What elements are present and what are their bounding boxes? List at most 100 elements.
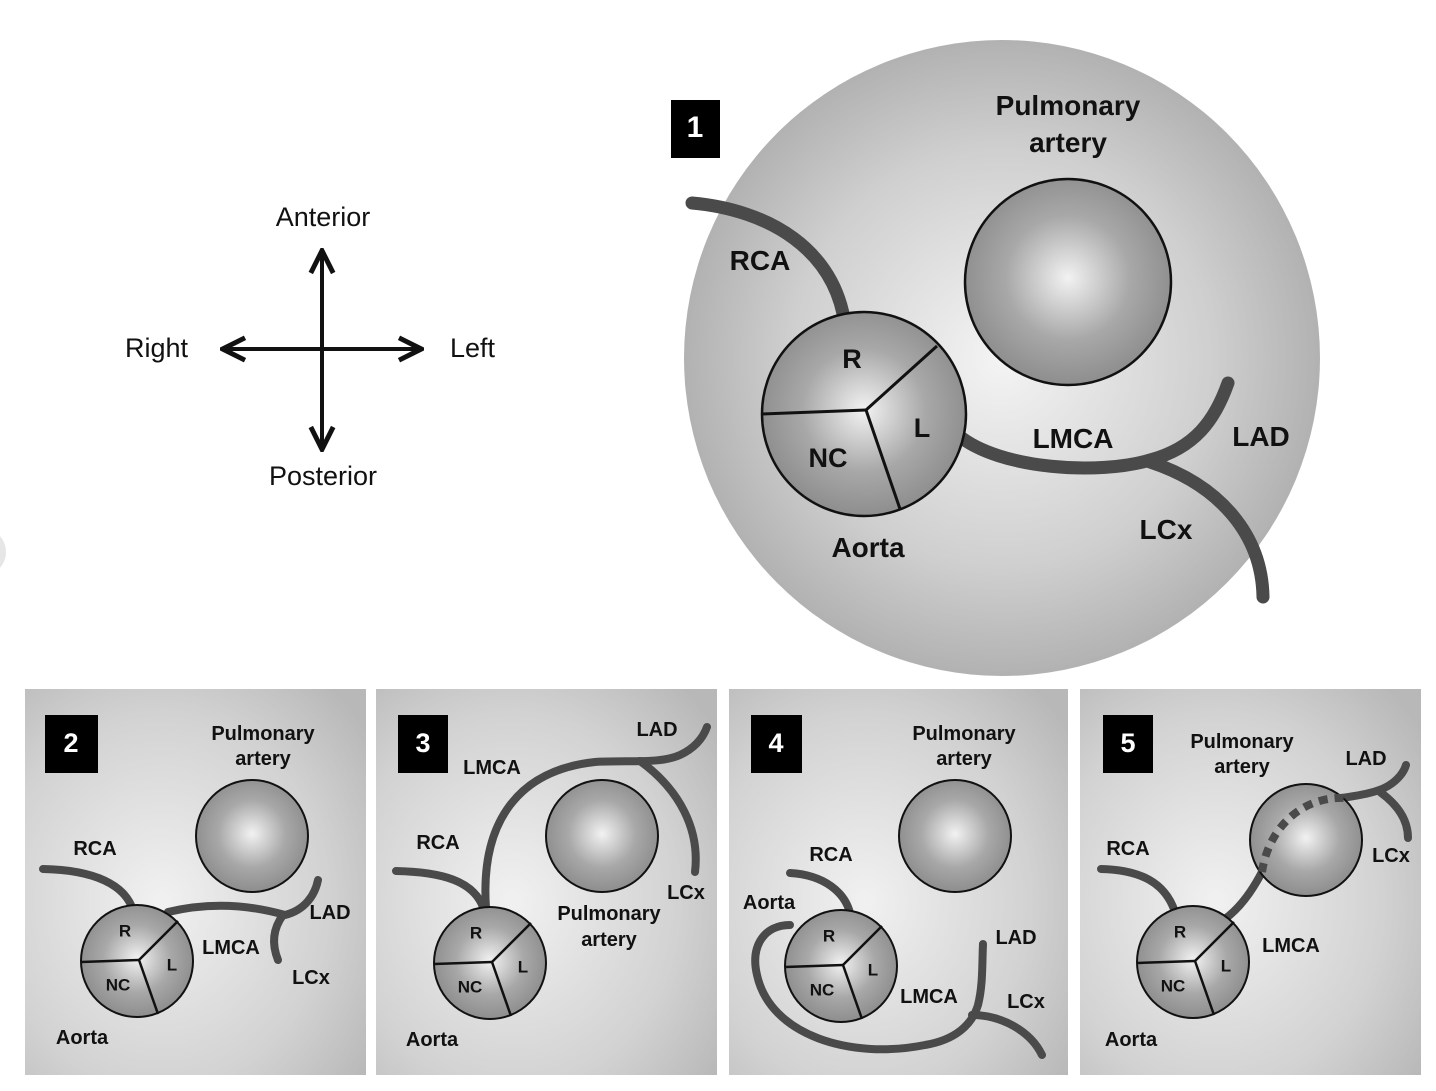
panel-3-lcx-vessel (636, 757, 700, 876)
panel-5-lcx-label: LCx (1372, 845, 1410, 867)
compass-right: Right (125, 333, 189, 363)
panel-4-leaflet-l: L (868, 960, 878, 979)
panel-2-commissure-b (138, 920, 179, 961)
panel-1-pulmonary-label-1: Pulmonary (996, 90, 1141, 121)
panel-5-pulmonary-label-1: Pulmonary (1190, 731, 1294, 753)
panel-3-leaflet-l: L (518, 957, 528, 976)
panel-5-lcx-vessel (1376, 788, 1412, 842)
panel-1-pulmonary-artery (963, 177, 1173, 387)
panel-1-lcx-vessel (1143, 455, 1270, 604)
panel-3-number: 3 (415, 728, 430, 758)
panel-3-rca-vessel (392, 867, 488, 914)
panel-5-commissure-c (1193, 960, 1216, 1016)
panel-2-pulmonary-label-1: Pulmonary (211, 723, 315, 745)
panel-1-leaflet-nc: NC (809, 443, 848, 473)
panel-4-lcx-vessel (968, 1011, 1046, 1059)
panel-1-leaflet-l: L (914, 413, 931, 443)
panel-5-commissure-b (1194, 921, 1235, 962)
panel-5-number: 5 (1120, 728, 1135, 758)
panel-5-lad-label: LAD (1345, 748, 1386, 770)
panel-3-lad-label: LAD (636, 719, 677, 741)
panel-4-pulmonary-label-1: Pulmonary (912, 723, 1016, 745)
panel-3: 3 R L NC Pulmonary artery RCA LMCA LAD L… (376, 689, 717, 1075)
panel-2-lcx-label: LCx (292, 967, 330, 989)
panel-1-aorta-label: Aorta (831, 532, 905, 563)
panel-4-number: 4 (768, 728, 783, 758)
panel-2-lcx-vessel (270, 911, 287, 964)
panel-3-lcx-label: LCx (667, 882, 705, 904)
panel-3-pulmonary-label-2: artery (581, 929, 637, 951)
compass-posterior: Posterior (269, 461, 377, 491)
panel-1-commissure-c (864, 409, 902, 510)
panel-2-badge (45, 715, 98, 773)
panel-1-lmca-lad-vessel (951, 376, 1235, 475)
panel-3-leaflet-r: R (470, 923, 482, 942)
panel-4-lad-label: LAD (995, 927, 1036, 949)
panel-3-badge (398, 715, 448, 773)
panel-5-leaflet-l: L (1221, 956, 1231, 975)
panel-4-rca-vessel (786, 869, 854, 917)
panel-5-rca-vessel (1097, 865, 1179, 916)
panel-1-lmca-label: LMCA (1033, 423, 1114, 454)
panel-5-commissure-a (1136, 959, 1196, 965)
orientation-compass: Anterior Posterior Right Left (125, 202, 496, 491)
panel-4-commissure-a (784, 963, 844, 969)
panel-3-commissure-c (490, 961, 513, 1017)
panel-1-leaflet-r: R (842, 344, 862, 374)
panel-2-pulmonary-artery (195, 779, 309, 893)
panel-3-lmca-label: LMCA (463, 757, 521, 779)
panel-2-leaflet-r: R (119, 921, 131, 940)
panel-1-pulmonary-label-2: artery (1029, 127, 1107, 158)
panel-4-rca-label: RCA (809, 844, 852, 866)
panel-2-lad-label: LAD (309, 902, 350, 924)
panel-4: 4 R L NC Pulmonary artery RCA LMCA LAD L… (729, 689, 1068, 1075)
panel-4-pulmonary-label-2: artery (936, 748, 992, 770)
panel-5-lmca-label: LMCA (1262, 935, 1320, 957)
panel-5: 5 R L NC Pulmonary artery RCA LMCA LAD L… (1080, 689, 1421, 1075)
panel-3-commissure-b (491, 922, 532, 963)
panel-4-commissure-b (842, 925, 883, 966)
panel-1-lcx-label: LCx (1140, 514, 1193, 545)
panel-1-commissure-a (761, 408, 867, 416)
panel-3-leaflet-nc: NC (458, 977, 483, 996)
panel-2-leaflet-nc: NC (106, 975, 131, 994)
panel-4-leaflet-r: R (823, 926, 835, 945)
panel-2: 2 R L NC Pulmonary artery RCA LMCA LAD L… (25, 689, 366, 1075)
panel-5-aorta-label: Aorta (1105, 1029, 1158, 1051)
panel-4-badge (751, 715, 802, 773)
panel-1: 1 R L NC Pulmonary artery RCA LMCA LAD L… (671, 40, 1320, 676)
panel-4-lmca-lad-vessel (751, 921, 987, 1054)
panel-5-rca-label: RCA (1106, 838, 1149, 860)
panel-1-lad-label: LAD (1232, 421, 1290, 452)
panel-5-badge (1103, 715, 1153, 773)
panel-1-rca-label: RCA (730, 245, 791, 276)
panel-2-rca-vessel (39, 865, 137, 914)
compass-left: Left (450, 333, 496, 363)
edge-circle-decoration (0, 536, 6, 568)
panel-4-leaflet-nc: NC (810, 980, 835, 999)
panel-5-leaflet-r: R (1174, 922, 1186, 941)
panel-1-number: 1 (687, 111, 704, 144)
panel-1-commissure-b (864, 344, 939, 412)
panel-1-badge (671, 100, 720, 158)
panel-2-pulmonary-label-2: artery (235, 748, 291, 770)
panel-3-pulmonary-artery (545, 779, 659, 893)
panel-5-pulmonary-label-2: artery (1214, 756, 1270, 778)
panel-2-commissure-a (80, 958, 140, 964)
panel-4-pulmonary-artery (898, 779, 1012, 893)
panel-5-lad-vessel (1338, 761, 1410, 802)
panel-2-commissure-c (137, 959, 160, 1015)
panel-2-lmca-label: LMCA (202, 937, 260, 959)
panel-1-rca-vessel (685, 196, 852, 332)
compass-anterior: Anterior (276, 202, 371, 232)
panel-5-leaflet-nc: NC (1161, 976, 1186, 995)
panel-3-commissure-a (433, 960, 493, 966)
panel-5-pulmonary-artery (1249, 783, 1363, 897)
panel-4-lmca-label: LMCA (900, 986, 958, 1008)
panel-3-pulmonary-label-1: Pulmonary (557, 903, 661, 925)
panel-4-lcx-label: LCx (1007, 991, 1045, 1013)
panel-2-aorta-label: Aorta (56, 1027, 109, 1049)
panel-2-rca-label: RCA (73, 838, 116, 860)
